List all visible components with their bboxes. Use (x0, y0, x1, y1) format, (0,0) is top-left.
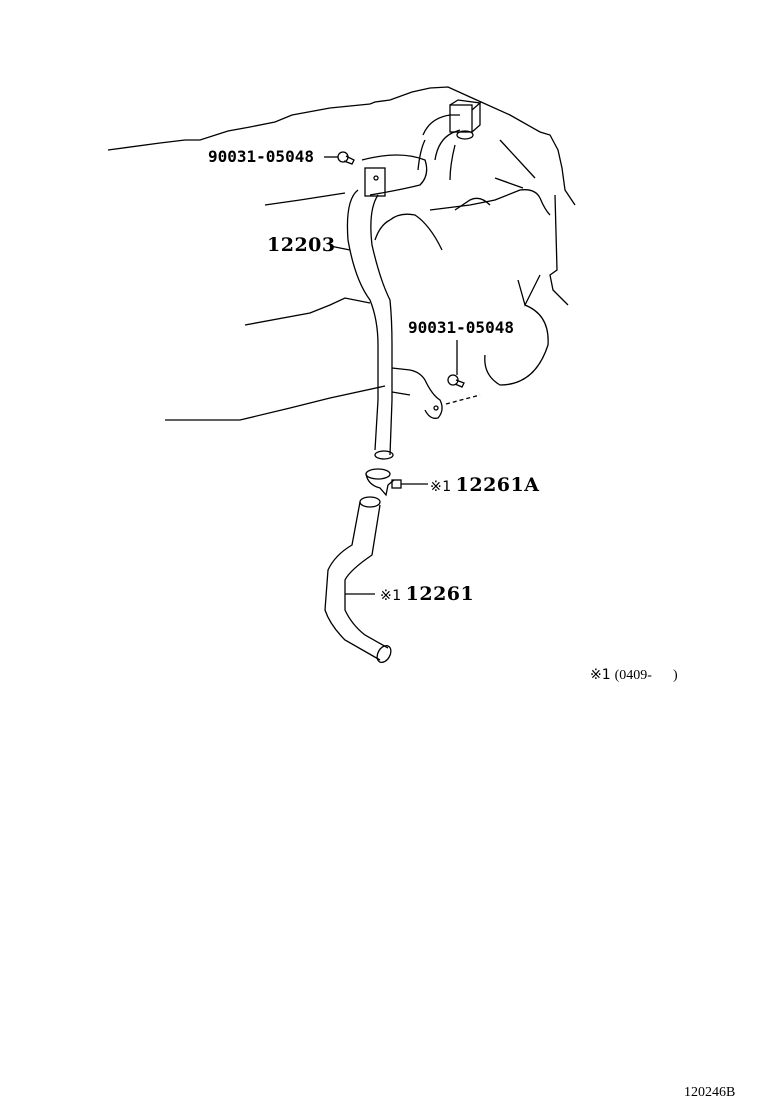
callout-pipe: 12203 (267, 234, 336, 256)
callout-bolt-lower: 90031-05048 (408, 318, 514, 337)
callout-bolt-upper: 90031-05048 (208, 147, 314, 166)
note-mark: ※1 (380, 588, 402, 604)
figure-id-text: 120246B (684, 1085, 736, 1100)
part-number: 12203 (267, 234, 336, 256)
engine-outline (107, 86, 576, 421)
footnote: ※1(0409- ) (590, 667, 678, 684)
hose-12261 (324, 496, 392, 664)
pipe-12203 (346, 154, 443, 460)
part-number: 90031-05048 (208, 147, 314, 166)
figure-id: 120246B (684, 1085, 735, 1101)
note-mark: ※1 (430, 479, 452, 495)
clamp-12261A (365, 468, 402, 497)
leader-lines (324, 156, 458, 595)
note-mark: ※1 (590, 667, 611, 683)
bolt-lower-icon (445, 374, 481, 405)
part-number: 12261 (405, 583, 475, 605)
part-number: 90031-05048 (408, 318, 514, 337)
pipe-upper-elbow (422, 99, 482, 161)
part-number: 12261A (455, 474, 540, 496)
footnote-text: (0409- ) (614, 668, 678, 683)
bolt-upper-icon (337, 151, 355, 165)
